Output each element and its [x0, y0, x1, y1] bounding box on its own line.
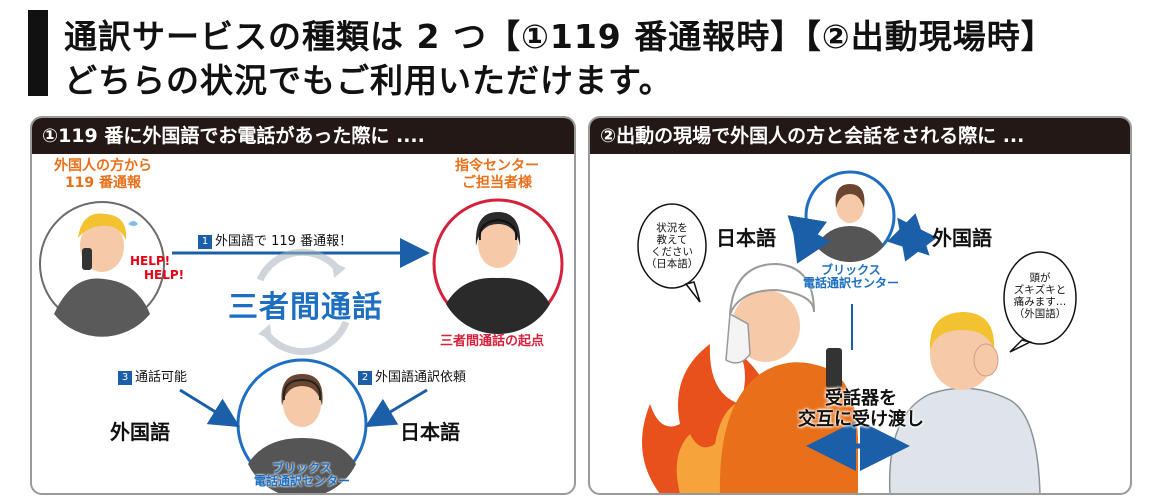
bubble-left-line: 教えて	[656, 234, 688, 246]
bubble-right-line: 痛みます…	[1013, 296, 1067, 308]
step-2-text: 外国語通訳依頼	[375, 370, 467, 385]
lang-foreign-label: 外国語	[110, 420, 170, 444]
step-1-badge: 1	[198, 234, 212, 249]
panel-119-call: ①119 番に外国語でお電話があった際に ....	[30, 116, 576, 495]
lang-foreign-label: 外国語	[932, 226, 992, 250]
center-name-2: 電話通訳センター	[253, 474, 350, 488]
dispatcher-label-2: ご担当者様	[462, 175, 532, 191]
three-way-call-label: 三者間通話	[228, 290, 383, 325]
speech-bubble-right	[1003, 251, 1077, 353]
bubble-right-text: 頭が ズキズキと 痛みます… （外国語）	[1008, 272, 1072, 320]
headline-line-1: 通訳サービスの種類は 2 つ【①119 番通報時】【②出動現場時】	[64, 17, 1055, 56]
help-text-1: HELP!	[130, 254, 171, 268]
firefighter-illustration	[719, 262, 859, 493]
bubble-right-line: （外国語）	[1013, 308, 1067, 320]
handover-line-1: 受話器を	[825, 388, 897, 409]
panel-title: ①119 番に外国語でお電話があった際に ....	[32, 118, 574, 154]
bubble-left-line: 状況を	[656, 222, 688, 234]
dispatcher-illustration	[432, 198, 564, 335]
caller-illustration	[39, 201, 165, 337]
call-flow-diagram	[39, 198, 564, 493]
center-name-2: 電話通訳センター	[802, 276, 899, 290]
caller-label-2: 119 番通報	[64, 175, 142, 191]
panel-body: 外国人の方から 119 番通報 指令センター ご担当者様 HELP! HELP!…	[32, 154, 574, 493]
step-1-text: 外国語で 119 番通報！	[215, 234, 353, 249]
step-3-badge: 3	[118, 370, 132, 385]
bubble-left-text: 状況を 教えて ください （日本語）	[642, 222, 702, 270]
bubble-right-line: 頭が	[1029, 272, 1051, 284]
arrow-foreign	[887, 213, 938, 262]
cycle-arrows-icon	[256, 248, 350, 356]
step-3-text: 通話可能	[135, 370, 188, 385]
step-2-badge: 2	[358, 370, 372, 385]
center-name-1: ブリックス	[821, 263, 881, 277]
caller-label-1: 外国人の方から	[54, 158, 152, 174]
lang-japanese-label: 日本語	[716, 226, 776, 250]
headline-line-2: どちらの状況でもご利用いただけます。	[64, 61, 673, 100]
arrow-step2	[364, 388, 428, 428]
panel-on-site: ②出動の現場で外国人の方と会話をされる際に ...	[588, 116, 1132, 495]
bubble-right-line: ズキズキと	[1013, 284, 1067, 296]
header-accent-bar	[28, 10, 48, 96]
bubble-left-line: （日本語）	[645, 258, 699, 270]
interpreter-illustration	[804, 170, 896, 263]
lang-japanese-label: 日本語	[400, 420, 460, 444]
interpreter-illustration	[236, 358, 368, 493]
help-text-2: HELP!	[144, 268, 185, 282]
arrow-step3	[179, 388, 241, 428]
on-site-illustration	[637, 170, 1077, 493]
handover-line-2: 交互に受け渡し	[798, 409, 924, 430]
origin-caption: 三者間通話の起点	[440, 334, 545, 349]
center-name-1: ブリックス	[272, 461, 332, 475]
panel-body: 日本語 外国語 ブリックス 電話通訳センター 状況を 教えて ください （日本語…	[590, 154, 1130, 493]
dispatcher-label-1: 指令センター	[455, 158, 539, 174]
arrow-japanese	[787, 215, 831, 264]
bubble-left-line: ください	[651, 246, 693, 258]
speech-bubble-left	[637, 203, 707, 303]
panel-title: ②出動の現場で外国人の方と会話をされる際に ...	[590, 118, 1130, 154]
